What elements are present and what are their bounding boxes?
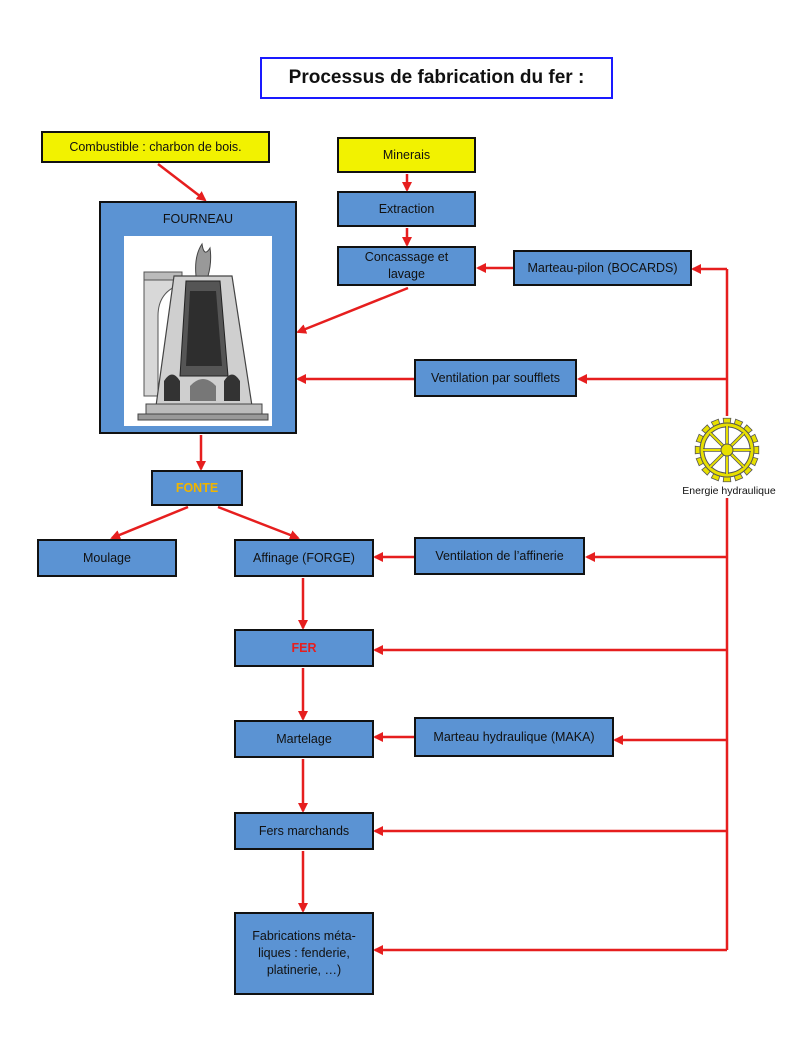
node-fer: FER xyxy=(234,629,374,667)
node-ventilation-soufflets: Ventilation par soufflets xyxy=(414,359,577,397)
node-affinage: Affinage (FORGE) xyxy=(234,539,374,577)
fonte-label: FONTE xyxy=(175,480,219,495)
water-wheel-icon xyxy=(694,417,760,483)
arrow-concassage-fourneau xyxy=(296,286,409,334)
furnace-illustration xyxy=(124,236,272,426)
node-combustible: Combustible : charbon de bois. xyxy=(41,131,270,163)
node-ventilation-affinerie: Ventilation de l’affinerie xyxy=(414,537,585,575)
energy-label: Energie hydraulique xyxy=(682,485,776,497)
fourneau-label: FOURNEAU xyxy=(162,212,234,226)
node-marteau-hydraulique: Marteau hydraulique (MAKA) xyxy=(414,717,614,757)
node-fourneau: FOURNEAU xyxy=(99,201,297,434)
arrow-combustible-fourneau xyxy=(157,163,207,202)
arrows-layer xyxy=(110,163,729,955)
node-martelage: Martelage xyxy=(234,720,374,758)
node-fers-marchands: Fers marchands xyxy=(234,812,374,850)
node-extraction: Extraction xyxy=(337,191,476,227)
page-title: Processus de fabrication du fer : xyxy=(260,57,613,99)
node-fabrications: Fabrications méta-liques : fenderie, pla… xyxy=(234,912,374,995)
arrow-fonte-affinage xyxy=(217,505,300,540)
node-bocards: Marteau-pilon (BOCARDS) xyxy=(513,250,692,286)
node-minerais: Minerais xyxy=(337,137,476,173)
arrow-fonte-moulage xyxy=(110,505,189,540)
node-fonte: FONTE xyxy=(151,470,243,506)
node-concassage: Concassage et lavage xyxy=(337,246,476,286)
fer-label: FER xyxy=(291,640,317,655)
node-moulage: Moulage xyxy=(37,539,177,577)
